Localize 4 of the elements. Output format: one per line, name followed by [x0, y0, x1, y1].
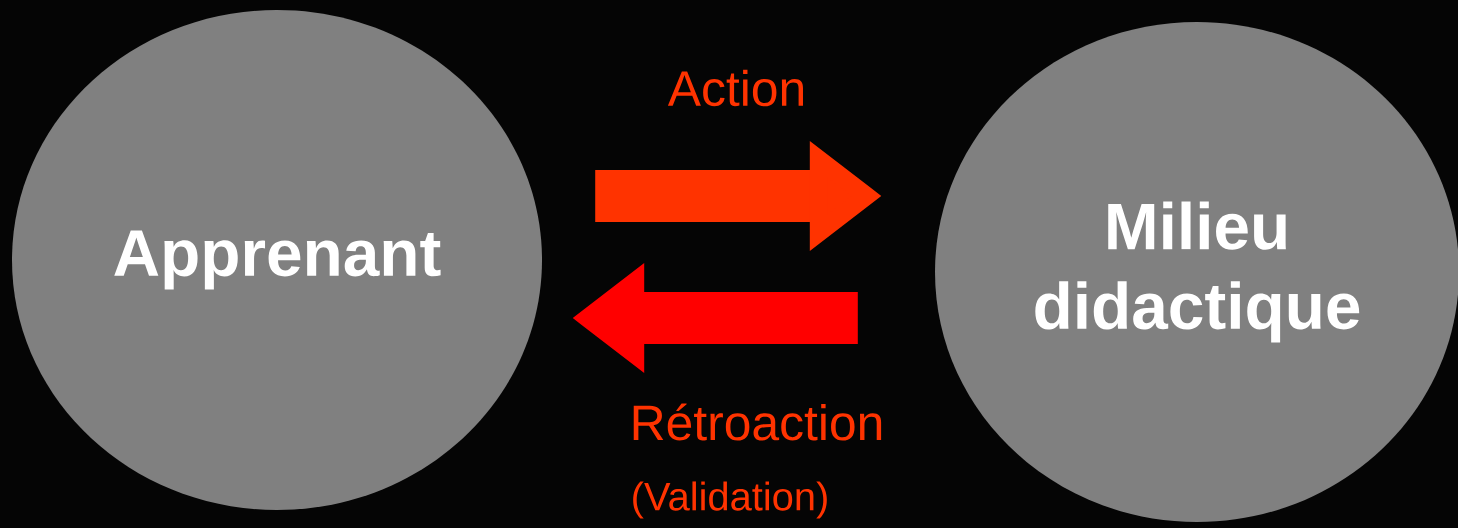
edge-label: Action [667, 69, 803, 107]
edge-label: Rétroaction [633, 403, 882, 441]
note-text: (Validation) [633, 481, 827, 519]
circle-node: Apprenant [12, 10, 542, 510]
